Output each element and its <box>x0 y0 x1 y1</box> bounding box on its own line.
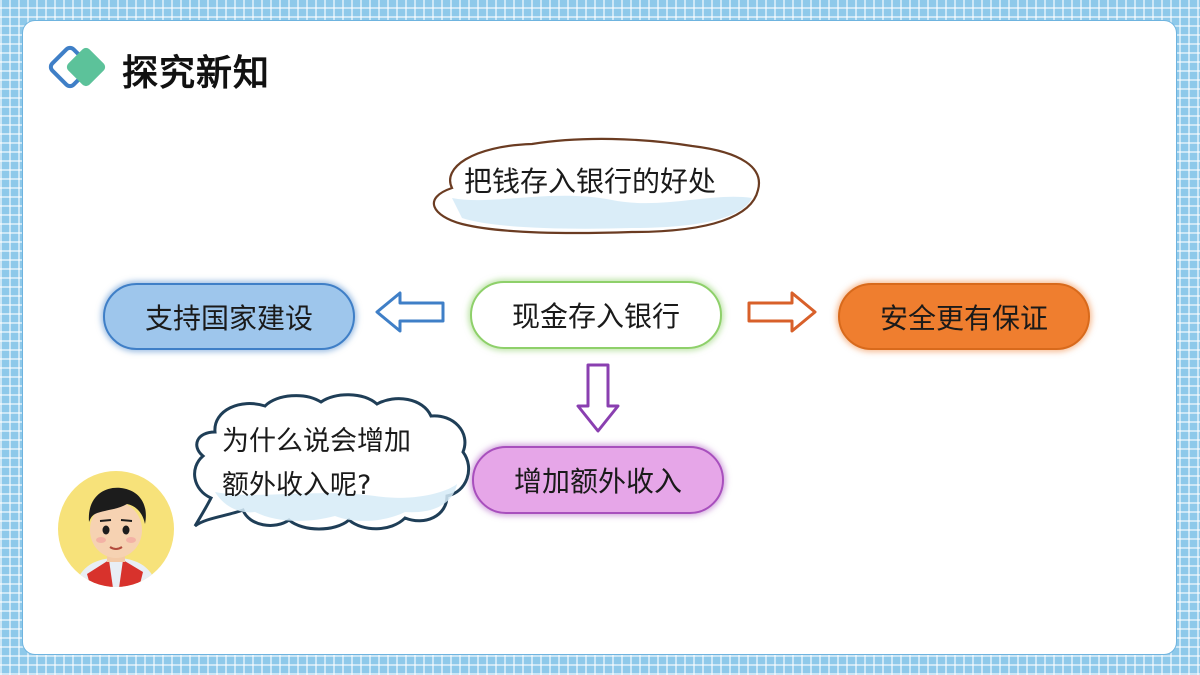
diamond-pair-icon <box>44 44 116 96</box>
question-text: 为什么说会增加 额外收入呢? <box>222 420 452 508</box>
question-line-1: 为什么说会增加 <box>222 426 411 457</box>
arrow-down-icon <box>576 363 620 433</box>
node-safer-guarantee: 安全更有保证 <box>838 283 1090 350</box>
topic-cloud <box>432 137 761 235</box>
question-line-2: 额外收入呢? <box>222 470 372 501</box>
boy-avatar <box>58 471 174 587</box>
node-support-national-construction: 支持国家建设 <box>103 283 355 350</box>
node-extra-income: 增加额外收入 <box>472 446 724 514</box>
node-cash-deposit: 现金存入银行 <box>470 281 722 349</box>
page-title: 探究新知 <box>122 53 271 94</box>
arrow-left-icon <box>375 291 445 333</box>
arrow-right-icon <box>747 291 817 333</box>
topic-label: 把钱存入银行的好处 <box>463 165 716 198</box>
question-bubble <box>193 393 471 531</box>
title-bar: 探究新知 <box>44 44 270 96</box>
